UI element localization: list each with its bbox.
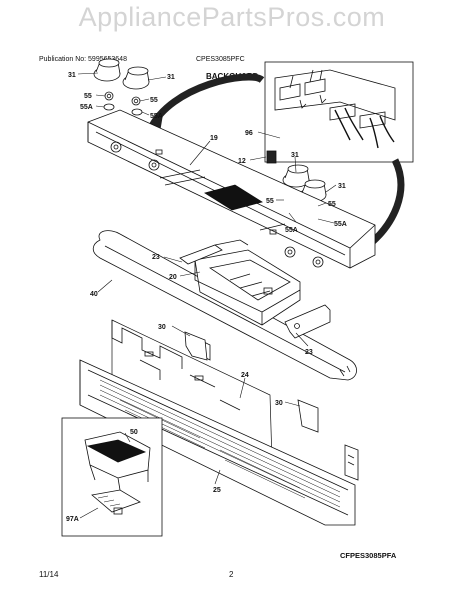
chassis-25 xyxy=(79,359,359,526)
knob-top-left-1 xyxy=(93,58,121,82)
label-55: 55 xyxy=(84,93,92,100)
ring-55a-left-1 xyxy=(103,103,115,111)
knob-top-left-2 xyxy=(122,66,150,90)
label-96: 96 xyxy=(245,130,253,137)
label-30: 30 xyxy=(158,324,166,331)
bracket-30-right xyxy=(297,399,319,433)
label-31: 31 xyxy=(291,152,299,159)
label-31: 31 xyxy=(167,74,175,81)
label-55: 55 xyxy=(328,201,336,208)
part-labels: 31 31 55 55 55A 55A 19 96 12 31 31 55 55… xyxy=(66,72,347,523)
label-25: 25 xyxy=(213,487,221,494)
label-55: 55 xyxy=(150,97,158,104)
knob-right-1 xyxy=(282,164,310,188)
switch-12 xyxy=(266,150,277,164)
label-55a: 55A xyxy=(334,221,347,228)
bracket-30-left xyxy=(184,331,208,361)
label-31: 31 xyxy=(338,183,346,190)
label-19: 19 xyxy=(210,135,218,142)
label-23: 23 xyxy=(152,254,160,261)
label-31: 31 xyxy=(68,72,76,79)
label-50: 50 xyxy=(130,429,138,436)
label-55a: 55A xyxy=(285,227,298,234)
page-number: 2 xyxy=(229,570,234,579)
watermark: AppliancePartsPros.com xyxy=(78,2,386,32)
label-30: 30 xyxy=(275,400,283,407)
label-55a: 55A xyxy=(80,104,93,111)
bracket-23-upper xyxy=(179,244,223,265)
label-55a: 55A xyxy=(150,113,163,120)
ring-55a-left-2 xyxy=(131,108,143,116)
diagram-code: CFPES3085PFA xyxy=(340,551,397,560)
label-97a: 97A xyxy=(66,516,79,523)
exploded-arrow xyxy=(146,73,265,132)
nut-55-left-1 xyxy=(104,91,114,101)
label-12: 12 xyxy=(238,158,246,165)
wiring-inset xyxy=(264,61,414,163)
label-20: 20 xyxy=(169,274,177,281)
label-24: 24 xyxy=(241,372,249,379)
control-board-20 xyxy=(194,249,301,326)
nut-55-left-2 xyxy=(131,96,141,106)
knob-right-2 xyxy=(299,179,327,203)
label-23: 23 xyxy=(305,349,313,356)
leader-lines xyxy=(77,72,337,519)
inset-50-97a xyxy=(61,417,163,537)
model-number: CPES3085PFC xyxy=(196,56,245,63)
label-55: 55 xyxy=(266,198,274,205)
footer-date: 11/14 xyxy=(39,570,59,579)
label-40: 40 xyxy=(90,291,98,298)
backguard-panel xyxy=(87,109,376,269)
publication-number: Publication No: 5995653648 xyxy=(39,56,127,63)
bracket-23-lower xyxy=(284,304,331,339)
